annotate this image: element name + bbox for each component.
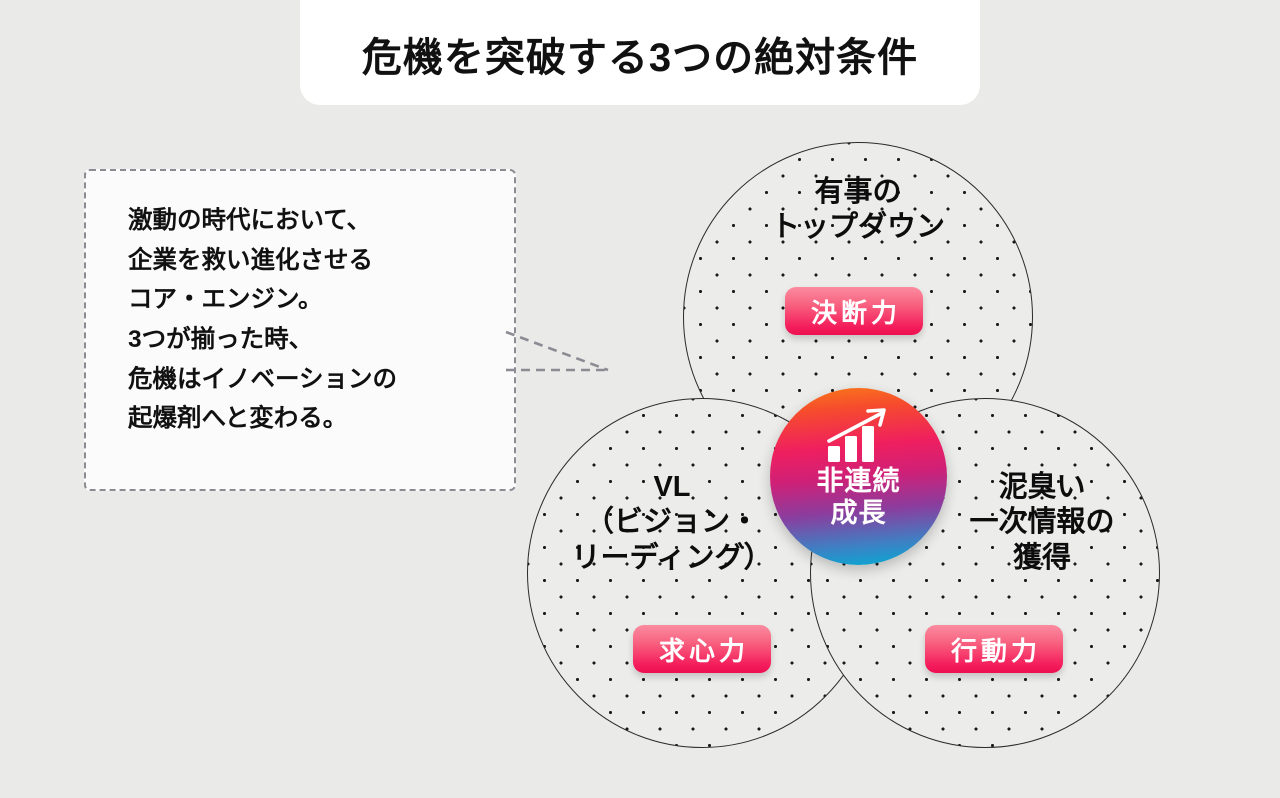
venn-center-core[interactable]: 非連続 成長 — [770, 388, 947, 565]
venn-label-right-line: 獲得 — [1012, 541, 1071, 574]
callout-line: 企業を救い進化させる — [128, 246, 373, 274]
venn-label-right-line: 一次情報の — [969, 506, 1115, 539]
venn-center-label-line: 非連続 — [816, 466, 901, 496]
venn-diagram: 有事の トップダウン 決断力 VL （ビジョン・ リーディング） 求心力 泥臭い… — [505, 130, 1205, 770]
badge-ketsudanryoku[interactable]: 決断力 — [785, 287, 924, 335]
venn-label-left-line: リーディング） — [571, 541, 773, 574]
callout-line: 危機はイノベーションの — [128, 365, 398, 393]
venn-label-top-line: 有事の — [814, 176, 902, 208]
venn-label-right: 泥臭い 一次情報の 獲得 — [877, 470, 1207, 576]
callout-line: 起爆剤へと変わる。 — [128, 405, 348, 433]
callout-box: 激動の時代において、 企業を救い進化させる コア・エンジン。 3つが揃った時、 … — [84, 169, 516, 491]
badge-label: 行動力 — [951, 635, 1042, 666]
callout-line: 激動の時代において、 — [128, 207, 372, 234]
badge-label: 決断力 — [811, 297, 902, 328]
callout-line: 3つが揃った時、 — [128, 326, 314, 354]
growth-bar-chart-arrow-icon — [826, 408, 886, 462]
venn-label-left-line: VL — [653, 471, 691, 503]
badge-label: 求心力 — [659, 635, 750, 666]
venn-label-right-line: 泥臭い — [998, 471, 1086, 503]
badge-kodoryoku[interactable]: 行動力 — [925, 625, 1064, 673]
title-card: 危機を突破する3つの絶対条件 — [300, 0, 980, 105]
venn-center-label: 非連続 成長 — [817, 466, 901, 530]
badge-kyushinryoku[interactable]: 求心力 — [633, 625, 772, 673]
callout-line: コア・エンジン。 — [128, 286, 323, 314]
page-title: 危機を突破する3つの絶対条件 — [361, 36, 919, 80]
venn-label-top-line: トップダウン — [770, 211, 945, 244]
venn-label-left-line: （ビジョン・ — [584, 506, 759, 539]
venn-center-label-line: 成長 — [830, 497, 887, 528]
venn-label-top: 有事の トップダウン — [683, 175, 1033, 246]
venn-label-left: VL （ビジョン・ リーディング） — [507, 470, 837, 576]
